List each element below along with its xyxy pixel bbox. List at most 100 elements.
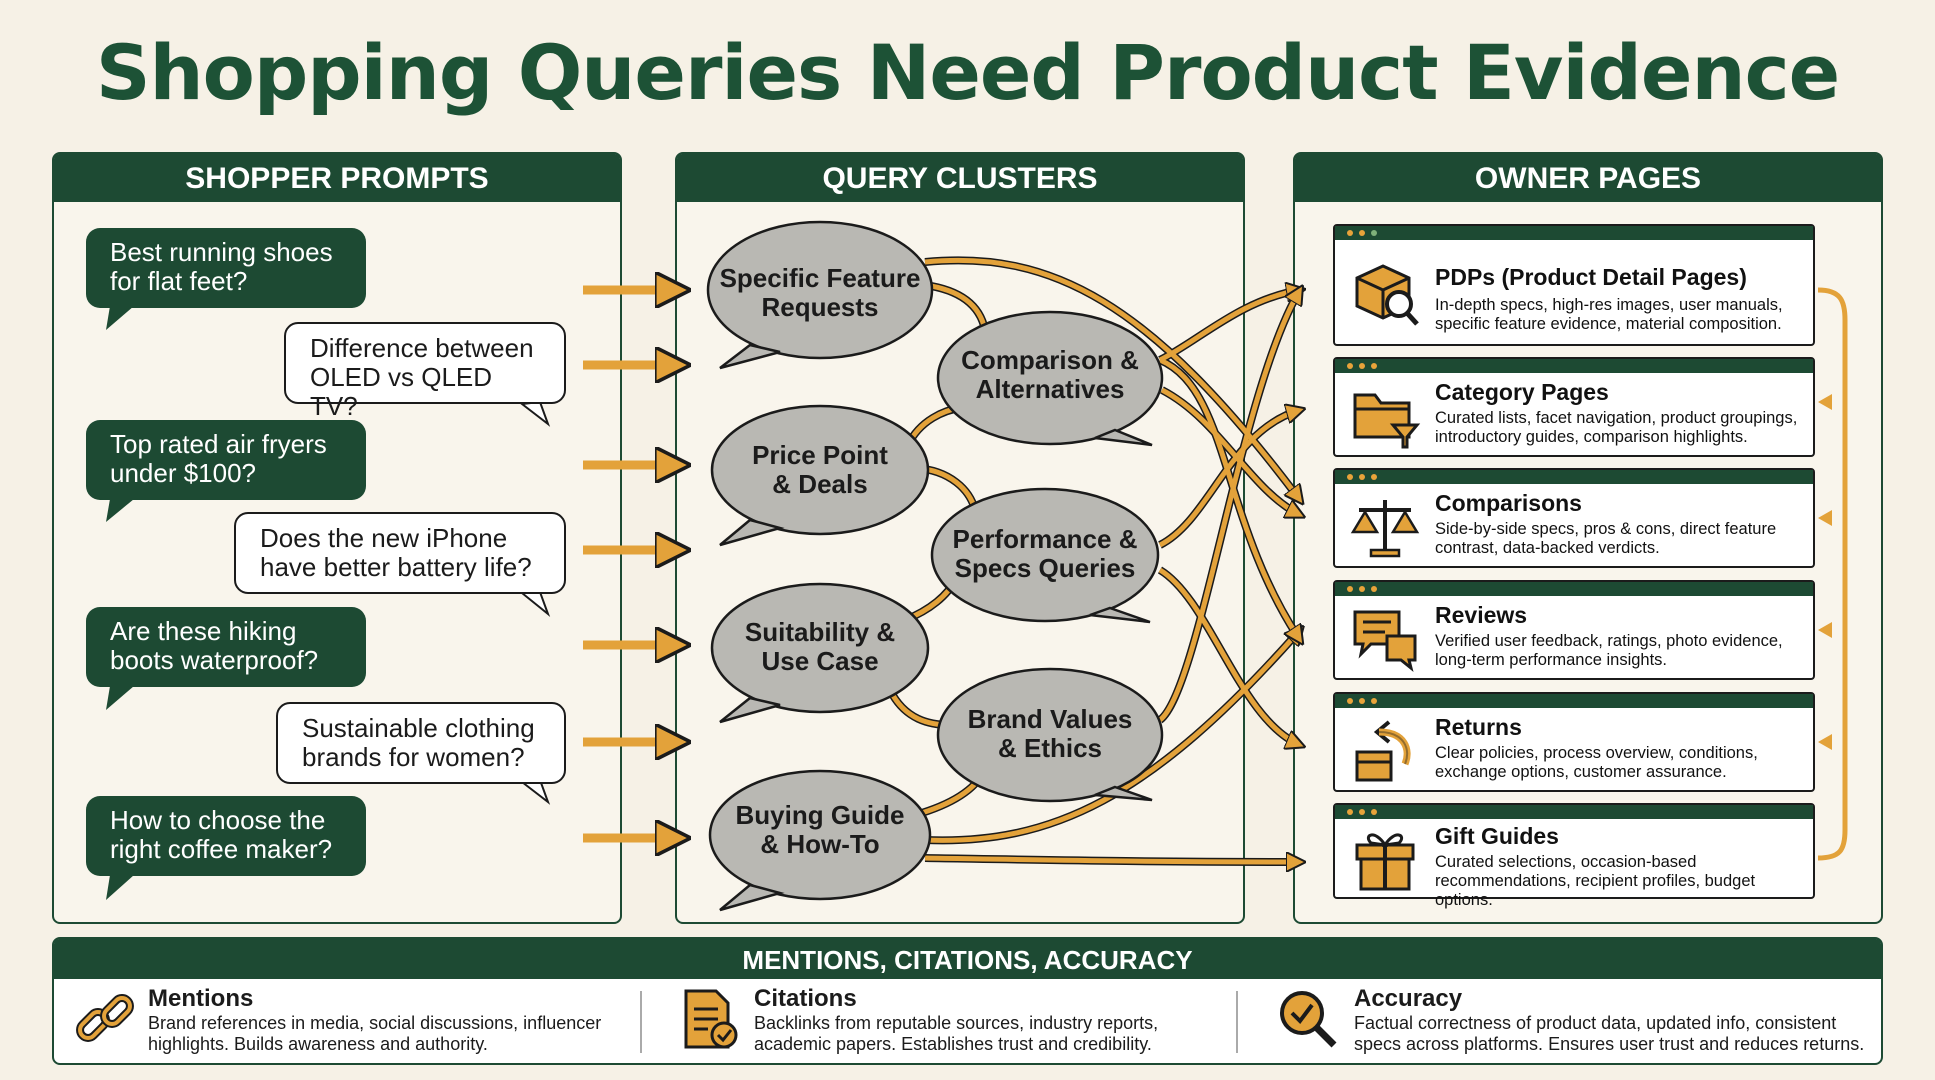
- balance-scale-icon: [1350, 500, 1420, 558]
- card-desc-line: long-term performance insights.: [1435, 651, 1668, 669]
- chat-bubbles-icon: [1353, 610, 1417, 672]
- prompt-bubble: Does the new iPhone have better battery …: [234, 512, 566, 594]
- card-title: PDPs (Product Detail Pages): [1435, 264, 1747, 290]
- prompt-line: under $100?: [110, 458, 257, 488]
- cluster-label: Price Point & Deals: [752, 441, 888, 499]
- window-bar: [1335, 226, 1813, 240]
- card-desc-line: recommendations, recipient profiles, bud…: [1435, 872, 1756, 909]
- prompt-bubble: Difference between OLED vs QLED TV?: [284, 322, 566, 421]
- metric-desc-line: Factual correctness of product data, upd…: [1354, 1013, 1837, 1033]
- cluster-line: Brand Values: [967, 704, 1133, 734]
- cluster-label: Buying Guide & How-To: [736, 801, 905, 859]
- cluster-line: Suitability &: [744, 617, 896, 647]
- card-description: Curated lists, facet navigation, product…: [1435, 409, 1811, 447]
- cluster-line: Buying Guide: [735, 800, 905, 830]
- cluster-label: Suitability & Use Case: [745, 618, 895, 676]
- evidence-signals-header: MENTIONS, CITATIONS, ACCURACY: [54, 939, 1881, 979]
- card-desc-line: Verified user feedback, ratings, photo e…: [1435, 632, 1783, 650]
- prompt-line: Sustainable clothing: [302, 713, 535, 743]
- prompt-line: Does the new iPhone: [260, 523, 508, 553]
- window-bar: [1335, 805, 1813, 819]
- page-title: Shopping Queries Need Product Evidence: [95, 28, 1840, 117]
- card-title: Reviews: [1435, 602, 1528, 628]
- cluster-line: Requests: [761, 292, 879, 322]
- card-title: Gift Guides: [1435, 823, 1559, 849]
- owner-card-comparisons[interactable]: Comparisons Side-by-side specs, pros & c…: [1333, 468, 1815, 568]
- metric-desc-line: highlights. Builds awareness and authori…: [148, 1034, 488, 1054]
- prompt-line: How to choose the: [110, 805, 326, 835]
- card-desc-line: In-depth specs, high-res images, user ma…: [1435, 296, 1783, 314]
- card-title: Returns: [1435, 714, 1522, 740]
- cluster-line: & Ethics: [997, 733, 1103, 763]
- card-desc-line: Clear policies, process overview, condit…: [1435, 744, 1758, 762]
- card-desc-line: specific feature evidence, material comp…: [1435, 315, 1782, 333]
- divider: [640, 991, 642, 1053]
- cluster-label: Specific Feature Requests: [720, 264, 921, 322]
- prompt-line: Best running shoes: [110, 237, 333, 267]
- cluster-line: Specific Feature: [719, 263, 921, 293]
- cluster-line: Price Point: [752, 440, 888, 470]
- window-bar: [1335, 694, 1813, 708]
- query-clusters-header: QUERY CLUSTERS: [677, 154, 1243, 202]
- cluster-line: Comparison &: [961, 345, 1139, 375]
- owner-card-reviews[interactable]: Reviews Verified user feedback, ratings,…: [1333, 580, 1815, 680]
- cluster-line: Specs Queries: [954, 553, 1136, 583]
- cluster-label: Comparison & Alternatives: [961, 346, 1139, 404]
- metric-title: Mentions: [148, 985, 254, 1012]
- box-magnifier-icon: [1355, 264, 1419, 326]
- metric-desc-line: academic papers. Establishes trust and c…: [754, 1034, 1152, 1054]
- prompt-line: for flat feet?: [110, 266, 248, 296]
- folder-filter-icon: [1353, 393, 1421, 449]
- owner-card-returns[interactable]: Returns Clear policies, process overview…: [1333, 692, 1815, 792]
- prompt-bubble: Sustainable clothing brands for women?: [276, 702, 566, 784]
- cluster-line: & How-To: [760, 829, 880, 859]
- window-bar: [1335, 359, 1813, 373]
- return-box-icon: [1355, 720, 1411, 782]
- prompt-bubble: Are these hiking boots waterproof?: [86, 607, 366, 687]
- cluster-label: Performance & Specs Queries: [953, 525, 1138, 583]
- prompt-line: have better battery life?: [260, 552, 532, 582]
- metric-description: Brand references in media, social discus…: [148, 1013, 668, 1055]
- gift-icon: [1355, 833, 1415, 891]
- card-title: Category Pages: [1435, 379, 1609, 405]
- window-bar: [1335, 582, 1813, 596]
- cluster-line: Use Case: [761, 646, 879, 676]
- card-description: Verified user feedback, ratings, photo e…: [1435, 632, 1811, 670]
- card-desc-line: Curated lists, facet navigation, product…: [1435, 409, 1798, 427]
- card-description: Clear policies, process overview, condit…: [1435, 744, 1811, 782]
- prompt-line: OLED vs QLED TV?: [310, 362, 493, 421]
- metric-description: Backlinks from reputable sources, indust…: [754, 1013, 1274, 1055]
- card-desc-line: Curated selections, occasion-based: [1435, 853, 1697, 871]
- prompt-bubble: Top rated air fryers under $100?: [86, 420, 366, 500]
- card-desc-line: Side-by-side specs, pros & cons, direct …: [1435, 520, 1777, 538]
- cluster-line: & Deals: [772, 469, 868, 499]
- shopper-prompts-header: SHOPPER PROMPTS: [54, 154, 620, 202]
- window-bar: [1335, 470, 1813, 484]
- prompt-line: boots waterproof?: [110, 645, 319, 675]
- metric-title: Accuracy: [1354, 985, 1463, 1012]
- card-desc-line: exchange options, customer assurance.: [1435, 763, 1727, 781]
- card-title: Comparisons: [1435, 490, 1582, 516]
- owner-card-category[interactable]: Category Pages Curated lists, facet navi…: [1333, 357, 1815, 457]
- prompt-line: Difference between: [310, 333, 534, 363]
- card-description: Side-by-side specs, pros & cons, direct …: [1435, 520, 1811, 558]
- metric-desc-line: specs across platforms. Ensures user tru…: [1354, 1034, 1865, 1054]
- card-description: In-depth specs, high-res images, user ma…: [1435, 296, 1811, 334]
- divider: [1236, 991, 1238, 1053]
- evidence-signals-panel: MENTIONS, CITATIONS, ACCURACY Mentions B…: [52, 937, 1883, 1065]
- card-desc-line: contrast, data-backed verdicts.: [1435, 539, 1660, 557]
- owner-card-gift-guides[interactable]: Gift Guides Curated selections, occasion…: [1333, 803, 1815, 909]
- prompt-line: Top rated air fryers: [110, 429, 327, 459]
- prompt-line: Are these hiking: [110, 616, 297, 646]
- prompt-bubble: How to choose the right coffee maker?: [86, 796, 366, 876]
- owner-card-pdp[interactable]: PDPs (Product Detail Pages) In-depth spe…: [1333, 224, 1815, 346]
- owner-pages-header: OWNER PAGES: [1295, 154, 1881, 202]
- metric-description: Factual correctness of product data, upd…: [1354, 1013, 1874, 1055]
- prompt-bubble: Best running shoes for flat feet?: [86, 228, 366, 308]
- card-description: Curated selections, occasion-based recom…: [1435, 853, 1811, 910]
- cluster-label: Brand Values & Ethics: [968, 705, 1133, 763]
- document-check-icon: [684, 989, 738, 1049]
- cluster-line: Alternatives: [975, 374, 1125, 404]
- chain-link-icon: [76, 994, 134, 1042]
- prompt-line: brands for women?: [302, 742, 525, 772]
